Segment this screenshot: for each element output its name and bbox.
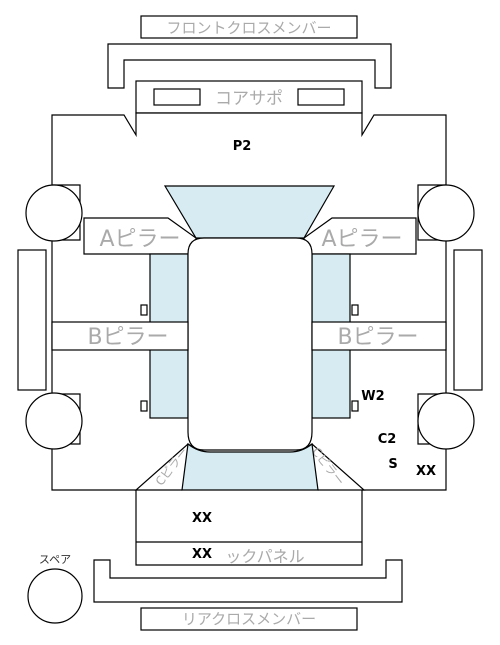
back-panel-label: ックパネル — [225, 547, 304, 566]
door-handle-front-right — [351, 304, 359, 316]
door-handle-rear-right — [351, 400, 359, 412]
rear-bumper-outline — [93, 559, 403, 603]
headlight-left — [153, 88, 201, 106]
rear-cross-member-box — [140, 607, 358, 631]
a-pillar-right-label: Aピラー — [321, 227, 402, 252]
front-cross-member-box — [140, 15, 358, 39]
rear-window — [181, 442, 319, 491]
b-pillar-left — [51, 321, 189, 351]
mark-xx-trunk: XX — [192, 511, 212, 526]
rocker-panel-right — [453, 249, 483, 391]
core-support-label: コアサポ — [215, 89, 283, 109]
b-pillar-right-label: Bピラー — [337, 325, 418, 350]
rocker-panel-left — [17, 249, 47, 391]
mark-s: S — [388, 457, 397, 472]
roof — [187, 237, 313, 451]
wheel-front-right — [417, 184, 475, 242]
wheel-rear-left — [25, 392, 83, 450]
mark-w2: W2 — [361, 389, 384, 404]
mark-xx-back: XX — [192, 547, 212, 562]
spare-label: スペア — [39, 553, 71, 566]
a-pillar-left-label: Aピラー — [99, 227, 180, 252]
wheel-rear-right — [417, 392, 475, 450]
b-pillar-right — [311, 321, 447, 351]
door-handle-front-left — [140, 304, 148, 316]
windshield — [163, 185, 336, 239]
headlight-right — [297, 88, 345, 106]
mark-c2: C2 — [378, 432, 397, 447]
front-cross-member-label: フロントクロスメンバー — [166, 19, 331, 37]
mark-xx-right: XX — [416, 464, 436, 479]
b-pillar-left-label: Bピラー — [87, 325, 168, 350]
spare-tire — [27, 568, 83, 624]
wheel-front-left — [25, 184, 83, 242]
mark-p2: P2 — [233, 139, 252, 154]
rear-cross-member-label: リアクロスメンバー — [182, 610, 316, 628]
door-handle-rear-left — [140, 400, 148, 412]
front-bumper-outline — [107, 43, 392, 89]
